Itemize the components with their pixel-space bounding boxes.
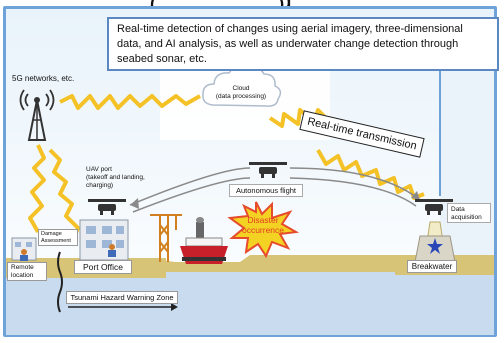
ship-icon [180,217,228,264]
cloud-label: Cloud (data processing) [215,85,267,100]
networks-label: 5G networks, etc. [12,74,75,83]
tsunami-zone-label: Tsunami Hazard Warning Zone [66,291,178,304]
person-icon [108,244,116,257]
building-icon [79,219,129,261]
damage-assessment-label: Damage Assessment [38,229,78,246]
data-acquisition-label: Data acquisition [447,203,491,223]
drone-icon [249,162,287,178]
lightning-icon [28,94,425,239]
description-text: Real-time detection of changes using aer… [117,23,463,65]
breakwater-label: Breakwater [407,260,457,273]
port-office-label: Port Office [74,260,132,274]
remote-location-label: Remote location [7,262,47,281]
drone-icon [415,199,453,215]
crane-icon [150,214,182,262]
description-box: Real-time detection of changes using aer… [107,17,499,71]
drone-icon [88,199,126,215]
antenna-tower-icon [19,89,55,141]
autonomous-flight-label: Autonomous flight [229,184,303,197]
tsunami-boundary-wave [57,251,63,313]
person-icon [20,249,28,261]
disaster-label: Disaster occurrence [241,215,285,235]
lighthouse-icon [414,221,456,263]
explosion-icon [227,201,300,259]
flight-arrow [129,167,251,206]
uav-port-label: UAV port (takeoff and landing, charging) [86,166,145,189]
